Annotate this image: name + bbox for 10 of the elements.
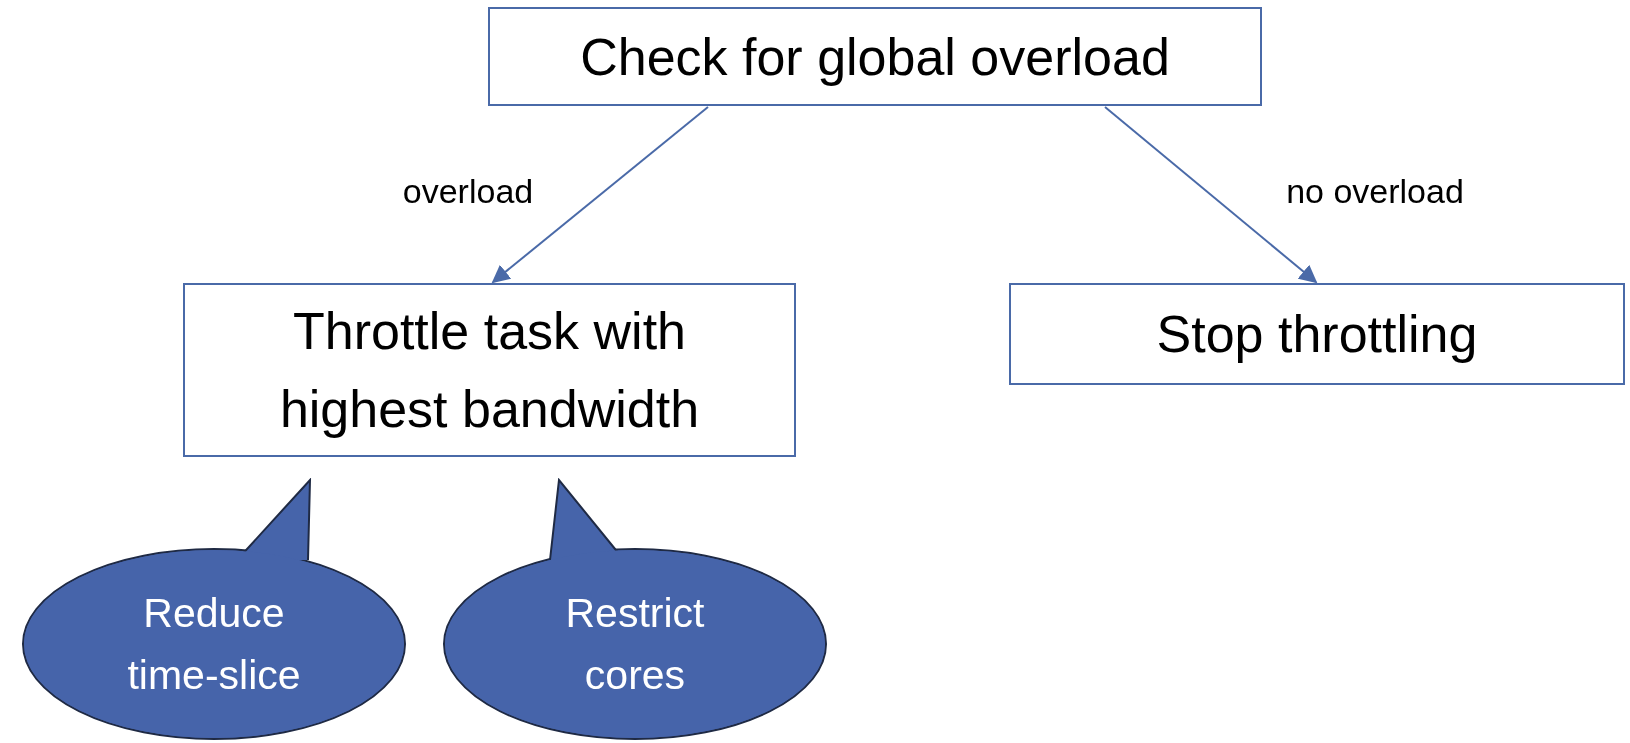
process-box <box>183 283 796 457</box>
box-text: Throttle task with highest bandwidth <box>278 301 701 440</box>
callout-text: Reduce time-slice <box>126 589 302 700</box>
process-box <box>1009 283 1625 385</box>
box-text: Check for global overload <box>580 26 1170 88</box>
process-box <box>488 7 1262 106</box>
box-text: Stop throttling <box>1156 304 1478 365</box>
callout-text: Restrict cores <box>564 589 706 700</box>
arrow <box>491 106 709 284</box>
arrow <box>1104 106 1318 284</box>
